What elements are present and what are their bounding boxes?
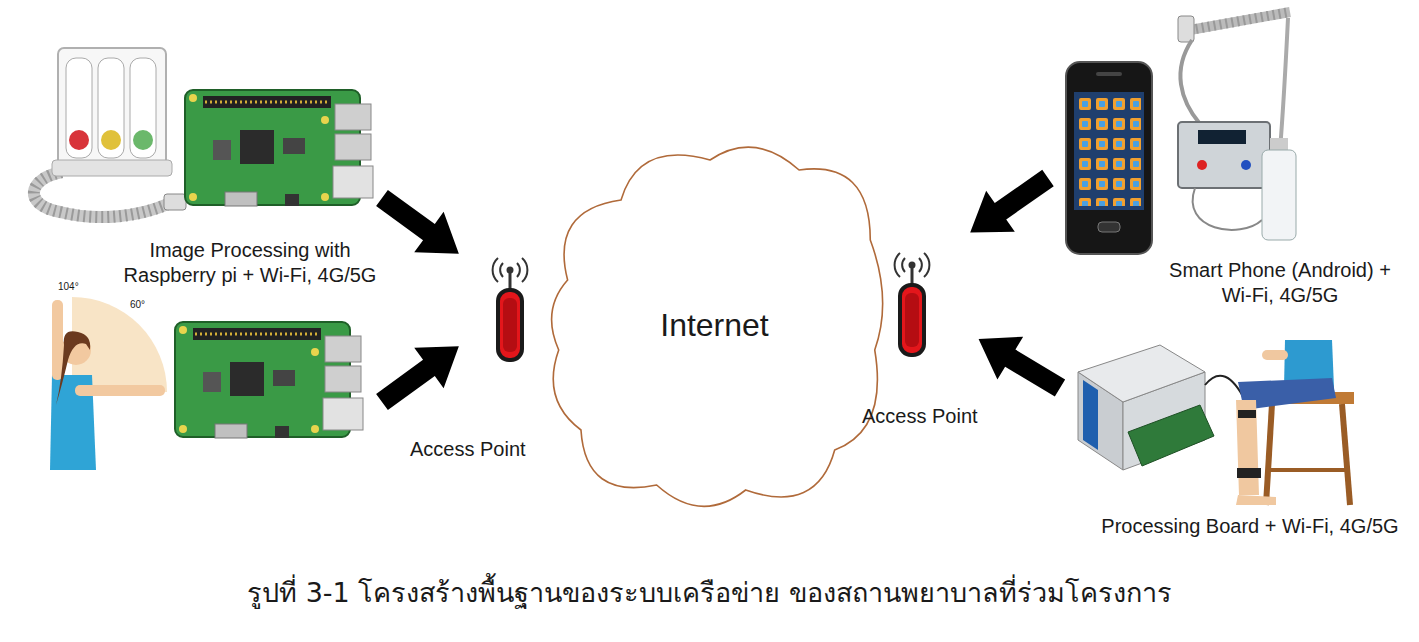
cloud-node: Internet: [532, 130, 897, 520]
access-point-label: Access Point: [862, 404, 978, 429]
shoulder-range-illustration: [50, 297, 167, 470]
seated-person-illustration: [1236, 340, 1354, 505]
processing-board-illustration: [1078, 345, 1246, 470]
access-point-icon: [493, 258, 528, 360]
raspberry-pi-board: [175, 322, 363, 438]
spirometer-illustration: [34, 48, 186, 217]
black-arrow: [367, 158, 1073, 423]
smartphone-illustration: [1066, 62, 1152, 254]
access-point-label: Access Point: [410, 437, 526, 462]
angle-label: 60°: [130, 299, 145, 312]
device-caption: Processing Board + Wi-Fi, 4G/5G: [1090, 514, 1410, 539]
network-label: Internet: [660, 306, 769, 344]
raspberry-pi-board: [185, 90, 373, 206]
device-caption: Image Processing with Raspberry pi + Wi-…: [110, 238, 390, 288]
access-point-icon: [895, 253, 930, 355]
figure-caption: รูปที่ 3-1 โครงสร้างพื้นฐานของระบบเครือข…: [0, 576, 1419, 610]
angle-label: 104°: [58, 281, 79, 294]
device-caption: Smart Phone (Android) + Wi-Fi, 4G/5G: [1160, 258, 1400, 308]
flow-meter-illustration: [1178, 12, 1296, 240]
